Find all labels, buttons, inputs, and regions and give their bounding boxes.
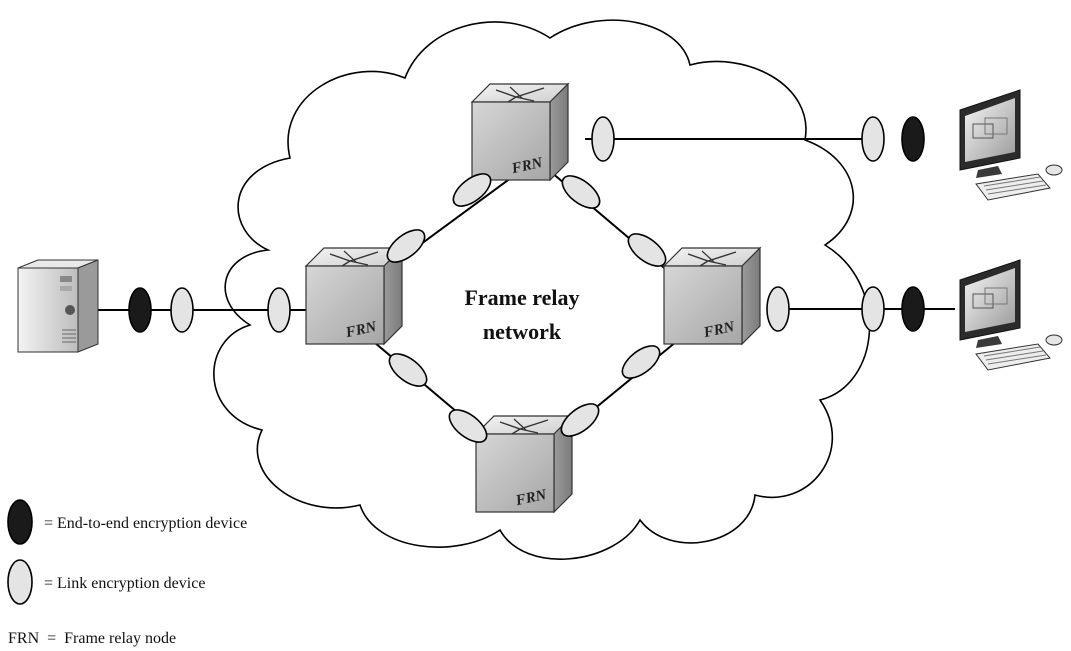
link-encryption-device — [766, 286, 790, 332]
legend-link-swatch — [7, 559, 33, 605]
link-encryption-device — [861, 286, 885, 332]
frn-node-right: FRN — [663, 247, 761, 345]
legend-end-to-end-label: = End-to-end encryption device — [44, 515, 247, 532]
legend-end-to-end-swatch — [7, 499, 33, 545]
cloud-title-line1: Frame relay — [464, 285, 579, 310]
link-encryption-device — [448, 409, 488, 443]
link-encryption-device — [170, 287, 194, 333]
legend: = End-to-end encryption device = Link en… — [7, 499, 247, 647]
legend-link-label: = Link encryption device — [44, 575, 205, 592]
cloud-icon — [213, 19, 871, 560]
frn-label: FRN — [509, 155, 545, 178]
end-to-end-encryption-device — [901, 286, 925, 332]
link-encryption-device — [386, 229, 426, 263]
frn-label: FRN — [701, 319, 737, 342]
frn-node-bottom: FRN — [475, 415, 573, 513]
cloud-title-line2: network — [483, 319, 562, 344]
link-encryption-device — [452, 173, 492, 207]
frn-node-left: FRN — [305, 247, 403, 345]
desktop-computer-icon — [959, 259, 1063, 371]
link-encryption-device — [388, 353, 428, 387]
frn-label: FRN — [513, 487, 549, 510]
frn-node-top: FRN — [471, 83, 569, 181]
frn-label: FRN — [343, 319, 379, 342]
end-to-end-encryption-device — [901, 116, 925, 162]
link-encryption-device — [267, 287, 291, 333]
link-encryption-device — [627, 233, 667, 267]
end-to-end-encryption-device — [128, 287, 152, 333]
link-encryption-device — [560, 403, 600, 437]
link-encryption-device — [861, 116, 885, 162]
link-encryption-device — [621, 345, 661, 379]
link-encryption-device — [561, 175, 601, 209]
server-tower-icon — [17, 259, 99, 353]
desktop-computer-icon — [959, 89, 1063, 201]
legend-frn-label: FRN = Frame relay node — [8, 630, 176, 647]
link-encryption-device — [591, 116, 615, 162]
